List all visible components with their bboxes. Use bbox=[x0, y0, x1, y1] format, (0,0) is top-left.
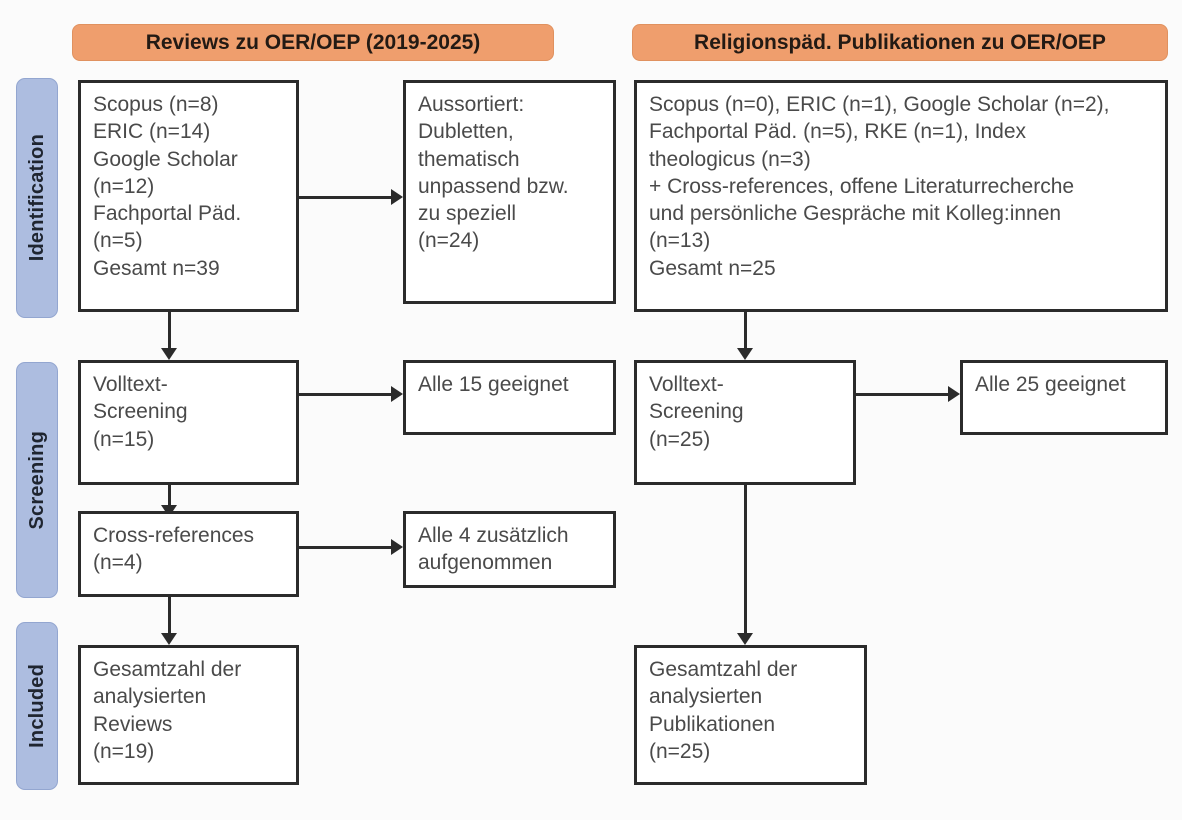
box-line: Dubletten, bbox=[418, 120, 514, 144]
box-line: (n=24) bbox=[418, 229, 480, 253]
stage-label-identification: Identification bbox=[25, 134, 48, 262]
box-line: Volltext- bbox=[649, 373, 724, 396]
box-right-fulltext-screening: Volltext- Screening (n=25) bbox=[634, 360, 856, 485]
box-line: Alle 15 geeignet bbox=[418, 373, 569, 396]
box-left-fulltext-screening: Volltext- Screening (n=15) bbox=[78, 360, 299, 485]
connector-left-crossrefs-to-included bbox=[168, 597, 171, 633]
box-line: Gesamtzahl der bbox=[649, 658, 798, 681]
box-line: (n=4) bbox=[93, 551, 143, 575]
box-line: Publikationen bbox=[649, 712, 776, 736]
box-line: (n=13) bbox=[649, 229, 711, 253]
box-line: theologicus (n=3) bbox=[649, 147, 811, 171]
box-line: Alle 25 geeignet bbox=[975, 373, 1126, 396]
box-left-excluded: Aussortiert: Dubletten, thematisch unpas… bbox=[403, 80, 616, 304]
box-line: Alle 4 zusätzlich bbox=[418, 524, 569, 547]
connector-left-crossrefs-to-result bbox=[299, 546, 391, 549]
box-left-crossreferences-result: Alle 4 zusätzlich aufgenommen bbox=[403, 511, 616, 588]
connector-right-fulltext-to-included bbox=[744, 485, 747, 633]
box-line: zu speziell bbox=[418, 202, 517, 226]
column-header-left: Reviews zu OER/OEP (2019-2025) bbox=[72, 24, 554, 61]
box-line: Reviews bbox=[93, 712, 173, 736]
arrowhead-left-crossrefs-to-result bbox=[391, 539, 403, 555]
arrowhead-right-fulltext-to-result bbox=[948, 386, 960, 402]
box-line: Google Scholar bbox=[93, 147, 238, 171]
connector-right-sources-to-fulltext bbox=[744, 312, 747, 348]
box-line: (n=25) bbox=[649, 427, 711, 451]
connector-left-sources-to-fulltext bbox=[168, 312, 171, 348]
box-line: (n=25) bbox=[649, 739, 711, 763]
stage-label-screening: Screening bbox=[25, 430, 48, 530]
box-line: Aussortiert: bbox=[418, 93, 525, 116]
box-line: (n=15) bbox=[93, 427, 155, 451]
box-line: Fachportal Päd. bbox=[93, 202, 242, 226]
box-line: + Cross-references, offene Literaturrech… bbox=[649, 174, 1075, 198]
column-header-right: Religionspäd. Publikationen zu OER/OEP bbox=[632, 24, 1168, 61]
box-line: Fachportal Päd. (n=5), RKE (n=1), Index bbox=[649, 120, 1027, 144]
box-left-sources: Scopus (n=8) ERIC (n=14) Google Scholar … bbox=[78, 80, 299, 312]
arrowhead-left-sources-to-fulltext bbox=[161, 348, 177, 360]
box-line: aufgenommen bbox=[418, 551, 553, 575]
arrowhead-left-sources-to-excluded bbox=[391, 189, 403, 205]
arrowhead-left-crossrefs-to-included bbox=[161, 633, 177, 645]
box-line: Scopus (n=8) bbox=[93, 93, 219, 116]
connector-left-fulltext-to-crossrefs bbox=[168, 485, 171, 519]
stage-label-included: Included bbox=[25, 664, 48, 748]
box-line: Screening bbox=[649, 400, 744, 424]
box-line: analysierten bbox=[649, 685, 763, 709]
arrowhead-right-fulltext-to-included bbox=[737, 633, 753, 645]
box-line: unpassend bzw. bbox=[418, 174, 569, 198]
stage-pill-identification: Identification bbox=[16, 78, 58, 318]
box-line: und persönliche Gespräche mit Kolleg:inn… bbox=[649, 202, 1062, 226]
box-line: Scopus (n=0), ERIC (n=1), Google Scholar… bbox=[649, 93, 1110, 116]
box-line: (n=19) bbox=[93, 739, 155, 763]
connector-left-fulltext-to-result bbox=[299, 393, 391, 396]
arrowhead-left-fulltext-to-result bbox=[391, 386, 403, 402]
box-line: Gesamt n=25 bbox=[649, 256, 776, 280]
box-line: analysierten bbox=[93, 685, 207, 709]
box-line: Gesamtzahl der bbox=[93, 658, 242, 681]
box-line: ERIC (n=14) bbox=[93, 120, 211, 144]
box-right-fulltext-result: Alle 25 geeignet bbox=[960, 360, 1168, 435]
box-line: Screening bbox=[93, 400, 188, 424]
stage-pill-included: Included bbox=[16, 622, 58, 790]
box-line: thematisch bbox=[418, 147, 520, 171]
box-line: Volltext- bbox=[93, 373, 168, 396]
box-line: (n=12) bbox=[93, 174, 155, 198]
box-left-included: Gesamtzahl der analysierten Reviews (n=1… bbox=[78, 645, 299, 785]
stage-pill-screening: Screening bbox=[16, 362, 58, 598]
box-right-included: Gesamtzahl der analysierten Publikatione… bbox=[634, 645, 867, 785]
connector-left-sources-to-excluded bbox=[299, 196, 391, 199]
arrowhead-right-sources-to-fulltext bbox=[737, 348, 753, 360]
connector-right-fulltext-to-result bbox=[856, 393, 948, 396]
box-right-sources: Scopus (n=0), ERIC (n=1), Google Scholar… bbox=[634, 80, 1168, 312]
box-line: Gesamt n=39 bbox=[93, 256, 220, 280]
box-left-crossreferences: Cross-references (n=4) bbox=[78, 511, 299, 597]
box-left-fulltext-result: Alle 15 geeignet bbox=[403, 360, 616, 435]
box-line: Cross-references bbox=[93, 524, 255, 547]
box-line: (n=5) bbox=[93, 229, 143, 253]
